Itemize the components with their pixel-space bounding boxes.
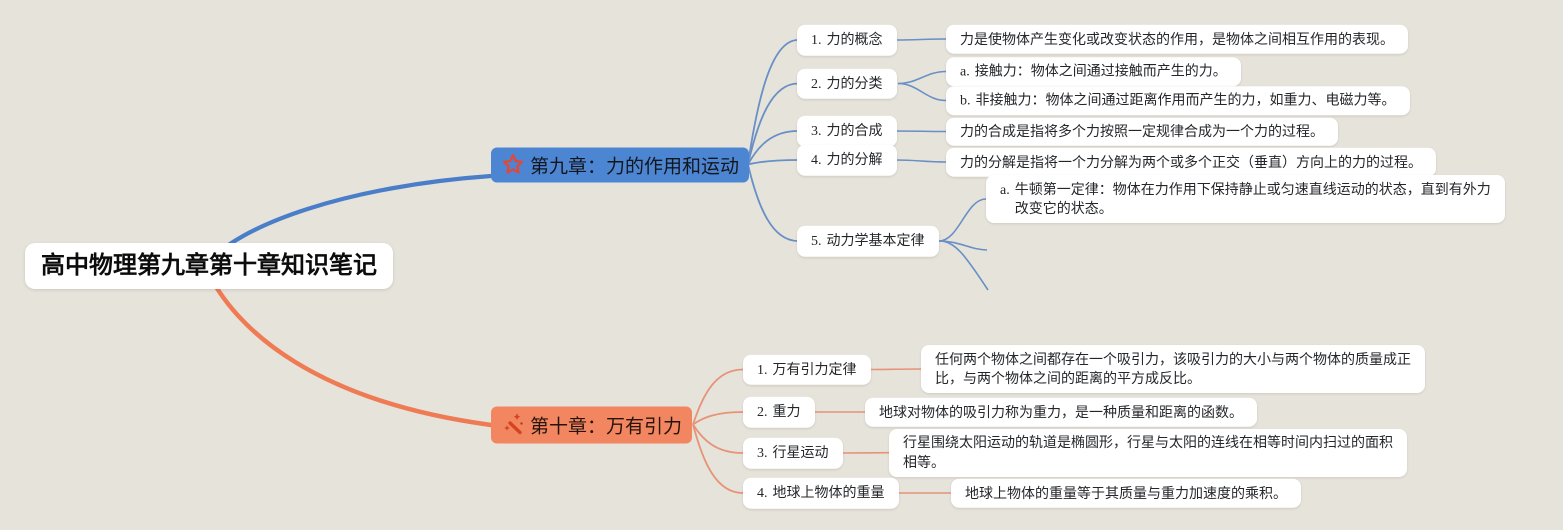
detail-text: 地球对物体的吸引力称为重力，是一种质量和距离的函数。: [879, 403, 1243, 420]
topic-label: 动力学基本定律: [826, 231, 925, 248]
edge-t5-d5a: [938, 198, 987, 242]
topic-number: 3.: [757, 445, 768, 461]
topic-number: 1.: [811, 32, 822, 48]
topic-node-ch10-1[interactable]: 1.万有引力定律: [743, 354, 871, 385]
edge-ch10-topic2: [692, 411, 744, 426]
topic-node-ch10-4[interactable]: 4.地球上物体的重量: [743, 477, 899, 509]
detail-node-ch9-2a[interactable]: a.接触力：物体之间通过接触而产生的力。: [946, 56, 1241, 87]
topic-node-ch9-3[interactable]: 3.力的合成: [797, 115, 897, 147]
edge-t4-d4: [895, 159, 947, 163]
detail-node-ch10-2a[interactable]: 地球对物体的吸引力称为重力，是一种质量和距离的函数。: [865, 397, 1257, 427]
detail-node-ch9-5a[interactable]: a.牛顿第一定律：物体在力作用下保持静止或匀速直线运动的状态，直到有外力 改变它…: [986, 175, 1505, 223]
topic-label: 万有引力定律: [772, 360, 857, 377]
edge-ch10-topic4: [692, 424, 744, 494]
topic-number: 4.: [757, 485, 768, 501]
detail-node-ch10-1a[interactable]: 任何两个物体之间都存在一个吸引力，该吸引力的大小与两个物体的质量成正 比，与两个…: [921, 345, 1425, 393]
detail-text: 力的合成是指将多个力按照一定规律合成为一个力的过程。: [960, 122, 1324, 139]
edge-t3-d3: [895, 130, 947, 133]
branch-label-chapter10: 第十章：万有引力: [530, 416, 683, 437]
detail-node-ch9-1a[interactable]: 力是使物体产生变化或改变状态的作用，是物体之间相互作用的表现。: [946, 24, 1408, 54]
edge-t1-d1: [895, 38, 947, 41]
detail-node-ch9-2b[interactable]: b.非接触力：物体之间通过距离作用而产生的力，如重力、电磁力等。: [946, 85, 1410, 116]
detail-prefix: a.: [1000, 182, 1010, 198]
detail-node-ch9-4a[interactable]: 力的分解是指将一个力分解为两个或多个正交（垂直）方向上的力的过程。: [946, 147, 1436, 177]
edge-ch9-topic5: [747, 164, 799, 242]
branch-node-chapter10[interactable]: 第十章：万有引力: [491, 406, 693, 443]
topic-label: 力的分类: [826, 74, 883, 91]
topic-number: 1.: [757, 362, 768, 378]
topic-number: 3.: [811, 123, 822, 139]
topic-number: 5.: [811, 233, 822, 249]
topic-node-ch9-5[interactable]: 5.动力学基本定律: [797, 225, 939, 257]
detail-node-ch10-4a[interactable]: 地球上物体的重量等于其质量与重力加速度的乘积。: [951, 478, 1301, 508]
topic-node-ch9-1[interactable]: 1.力的概念: [797, 24, 897, 56]
edge-ot1-o1: [870, 368, 922, 371]
topic-label: 行星运动: [772, 443, 829, 460]
detail-text: 牛顿第一定律：物体在力作用下保持静止或匀速直线运动的状态，直到有外力 改变它的状…: [1014, 180, 1491, 217]
detail-text: 非接触力：物体之间通过距离作用而产生的力，如重力、电磁力等。: [975, 91, 1396, 108]
root-node[interactable]: 高中物理第九章第十章知识笔记: [25, 243, 393, 289]
detail-text: 力的分解是指将一个力分解为两个或多个正交（垂直）方向上的力的过程。: [960, 153, 1422, 170]
topic-number: 4.: [811, 152, 822, 168]
edge-root-chapter10: [202, 263, 494, 428]
root-node-label: 高中物理第九章第十章知识笔记: [41, 252, 377, 279]
detail-text: 力是使物体产生变化或改变状态的作用，是物体之间相互作用的表现。: [960, 30, 1394, 47]
edge-ch9-topic1: [747, 39, 799, 165]
topic-number: 2.: [811, 76, 822, 92]
detail-prefix: b.: [960, 93, 971, 109]
edge-ch9-topic2: [747, 82, 799, 165]
topic-label: 地球上物体的重量: [772, 483, 885, 500]
topic-node-ch9-4[interactable]: 4.力的分解: [797, 144, 897, 176]
edge-t2-db: [897, 82, 947, 102]
edge-t2-da: [897, 70, 947, 85]
edge-ch9-topic3: [747, 130, 799, 165]
star-icon: [501, 153, 525, 177]
edge-ch9-topic4: [747, 159, 799, 166]
detail-text: 接触力：物体之间通过接触而产生的力。: [974, 62, 1227, 79]
detail-node-ch10-3a[interactable]: 行星围绕太阳运动的轨道是椭圆形，行星与太阳的连线在相等时间内扫过的面积 相等。: [889, 428, 1407, 477]
topic-label: 力的概念: [826, 30, 883, 47]
topic-label: 力的合成: [826, 121, 883, 138]
topic-node-ch10-3[interactable]: 3.行星运动: [743, 437, 843, 469]
edge-ch10-topic1: [692, 368, 744, 425]
edge-ch10-topic3: [692, 424, 744, 454]
branch-node-chapter9[interactable]: 第九章：力的作用和运动: [491, 147, 750, 182]
topic-node-ch10-2[interactable]: 2.重力: [743, 396, 815, 428]
topic-label: 力的分解: [826, 150, 883, 167]
detail-text: 任何两个物体之间都存在一个吸引力，该吸引力的大小与两个物体的质量成正 比，与两个…: [935, 350, 1411, 387]
edge-t5-hidden2: [938, 240, 989, 291]
topic-node-ch9-2[interactable]: 2.力的分类: [797, 68, 897, 99]
detail-node-ch9-3a[interactable]: 力的合成是指将多个力按照一定规律合成为一个力的过程。: [946, 117, 1338, 146]
branch-label-chapter9: 第九章：力的作用和运动: [530, 156, 740, 177]
detail-prefix: a.: [960, 64, 970, 80]
detail-text: 行星围绕太阳运动的轨道是椭圆形，行星与太阳的连线在相等时间内扫过的面积 相等。: [903, 434, 1393, 470]
magic-wand-icon: [501, 413, 525, 437]
detail-text: 地球上物体的重量等于其质量与重力加速度的乘积。: [965, 484, 1287, 501]
topic-number: 2.: [757, 404, 768, 420]
topic-label: 重力: [772, 402, 801, 419]
